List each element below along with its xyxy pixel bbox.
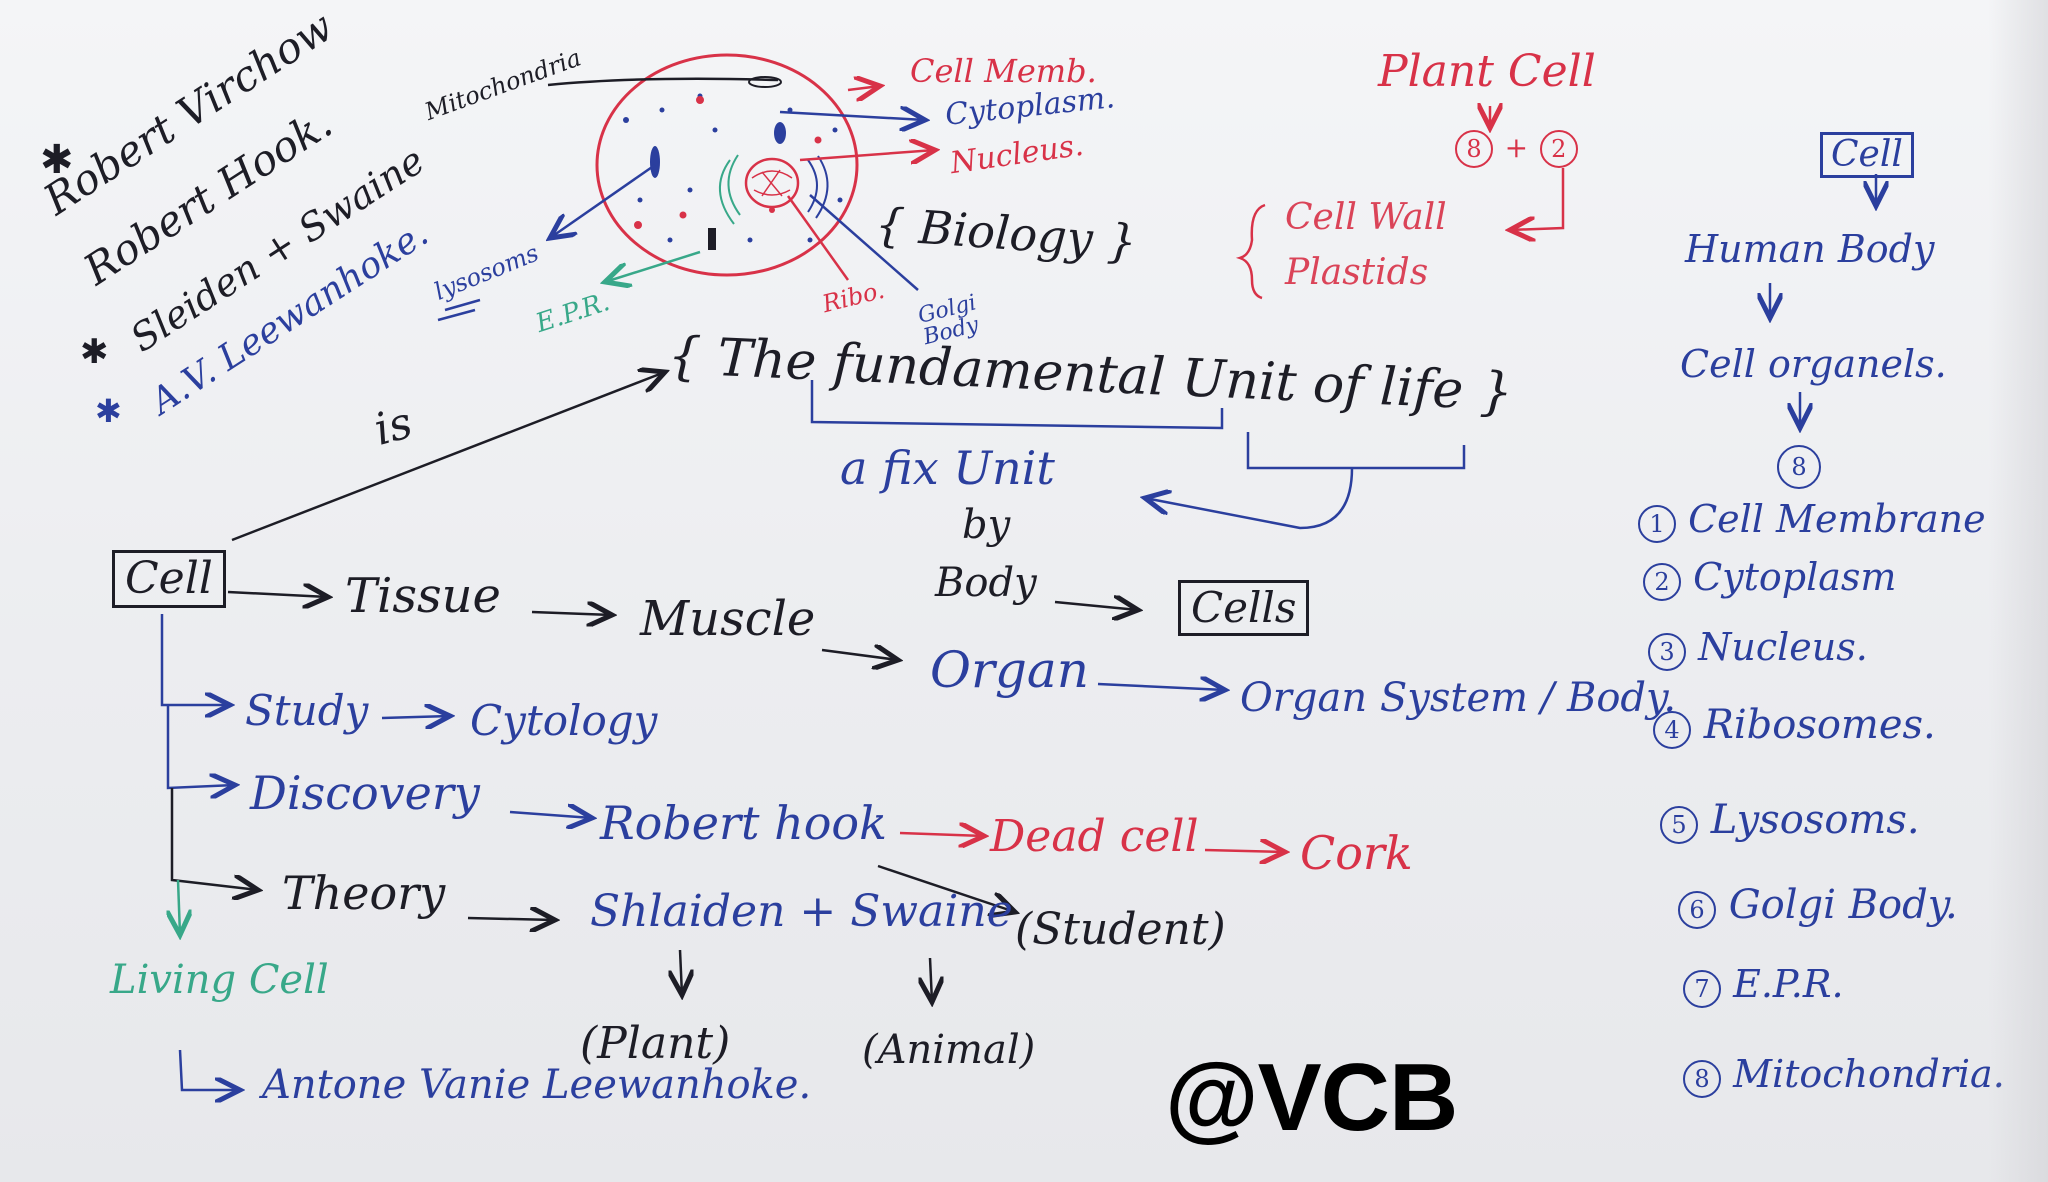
human-body-label: Human Body [1685, 227, 1935, 271]
plastids-label: Plastids [1285, 252, 1429, 293]
organelle-label: Mitochondria. [1733, 1052, 2005, 1096]
cell-wall-label: Cell Wall [1285, 197, 1447, 238]
plant-label: (Plant) [580, 1018, 731, 1069]
student-label: (Student) [1015, 904, 1226, 955]
cell-box: Cell [112, 550, 226, 608]
label-cell-membrane: Cell Memb. [910, 52, 1097, 90]
cell-diagram-drawing [547, 53, 859, 277]
study-label: Study [245, 686, 369, 735]
scientists-group: ✱ Robert Virchow Robert Hook. Sleiden + … [30, 2, 530, 440]
list-number: 3 [1648, 633, 1686, 671]
animal-label: (Animal) [862, 1027, 1036, 1073]
organ-system-label: Organ System / Body. [1240, 675, 1677, 721]
organelle-label: Cytoplasm [1693, 555, 1897, 599]
list-item: 7 E.P.R. [1683, 965, 1844, 1008]
antone-label: Antone Vanie Leewanhoke. [262, 1062, 812, 1108]
plant-cell-formula: 8 + 2 [1455, 130, 1578, 168]
plus-sign: + [1504, 131, 1529, 164]
robert-hook-label: Robert hook [600, 796, 887, 850]
list-item: 4 Ribosomes. [1653, 705, 1936, 749]
star-marker: ✱ [40, 137, 74, 183]
muscle-label: Muscle [640, 591, 816, 647]
plant-cell-title: Plant Cell [1378, 46, 1596, 97]
organelle-label: Nucleus. [1698, 625, 1868, 669]
discovery-label: Discovery [250, 766, 480, 820]
channel-watermark: @VCB [1165, 1044, 1458, 1151]
right-cell-box: Cell [1820, 132, 1914, 178]
list-item: 5 Lysosoms. [1660, 800, 1920, 844]
list-number: 1 [1638, 505, 1676, 543]
organ-label: Organ [930, 641, 1089, 699]
tissue-label: Tissue [345, 568, 501, 624]
cells-box: Cells [1178, 580, 1310, 636]
list-item: 2 Cytoplasm [1643, 558, 1896, 601]
cytology-label: Cytology [470, 696, 658, 745]
list-number: 6 [1678, 891, 1716, 929]
theory-label: Theory [282, 866, 446, 920]
organelles-label: Cell organels. [1680, 342, 1947, 386]
list-number: 2 [1643, 563, 1681, 601]
organelle-label: Cell Membrane [1688, 497, 1986, 541]
organelle-label: E.P.R. [1733, 962, 1844, 1006]
list-item: 1 Cell Membrane [1638, 500, 1986, 543]
by-label: by [962, 502, 1011, 548]
circled-eight: 8 [1455, 130, 1493, 168]
organelle-label: Lysosoms. [1710, 797, 1920, 843]
fix-unit-label: a fix Unit [840, 441, 1055, 495]
list-item: 6 Golgi Body. [1678, 885, 1958, 929]
circled-count: 8 [1777, 445, 1821, 489]
body-label: Body [935, 560, 1037, 606]
list-number: 7 [1683, 970, 1721, 1008]
cork-label: Cork [1300, 826, 1413, 880]
list-number: 4 [1653, 711, 1691, 749]
dead-cell-label: Dead cell [990, 811, 1199, 862]
organelle-label: Ribosomes. [1703, 702, 1936, 748]
list-item: 8 Mitochondria. [1683, 1055, 2005, 1098]
list-item: 3 Nucleus. [1648, 628, 1868, 671]
shleiden-label: Shlaiden + Swaine [590, 886, 1013, 937]
organelle-count: 8 [1777, 445, 1821, 489]
list-number: 8 [1683, 1060, 1721, 1098]
star-marker: ✱ [80, 332, 109, 372]
board-edge-shadow [1988, 0, 2048, 1182]
star-marker: ✱ [95, 392, 122, 430]
circled-two: 2 [1539, 130, 1578, 168]
organelle-label: Golgi Body. [1728, 882, 1958, 928]
list-number: 5 [1660, 806, 1698, 844]
living-cell-label: Living Cell [110, 957, 329, 1003]
